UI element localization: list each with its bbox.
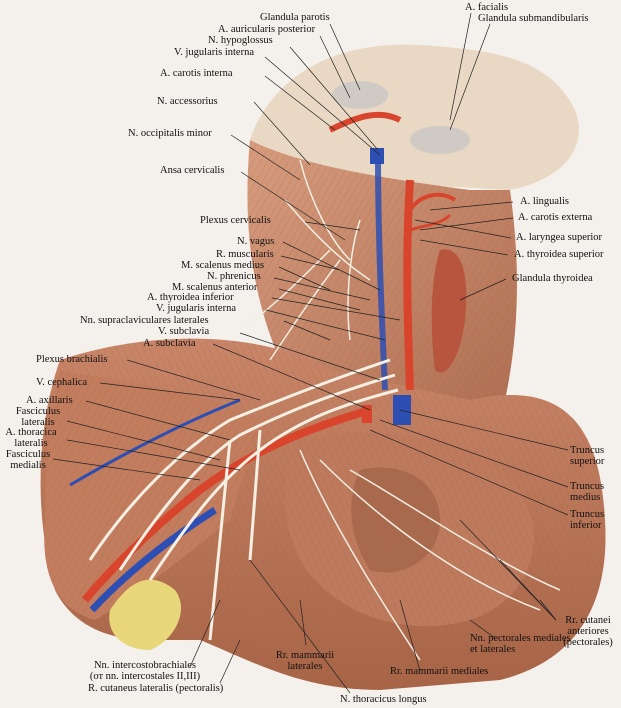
label-v-subclavia: V. subclavia: [158, 326, 210, 337]
label-r-cutaneus-lateralis: R. cutaneus lateralis (pectoralis): [88, 683, 224, 694]
label-v-jugularis-interna-low: V. jugularis interna: [156, 303, 237, 314]
cervical-nerves: [239, 159, 561, 661]
axillary-vein: [89, 507, 217, 613]
label-a-thyroidea-inferior: A. thyroidea inferior: [147, 292, 234, 303]
label-v-jugularis-interna-top: V. jugularis interna: [174, 47, 255, 58]
label-a-laryngea-superior: A. laryngea superior: [516, 232, 603, 243]
label-a-subclavia: A. subclavia: [143, 338, 196, 349]
label-a-facialis: A. facialis: [465, 2, 509, 13]
label-glandula-parotis: Glandula parotis: [260, 12, 330, 23]
label-n-phrenicus: N. phrenicus: [207, 271, 261, 282]
label-nn-supraclaviculares-laterales: Nn. supraclaviculares laterales: [80, 315, 209, 326]
label-r-muscularis: R. muscularis: [216, 249, 274, 260]
label-n-accessorius: N. accessorius: [157, 96, 218, 107]
label-ansa-cervicalis: Ansa cervicalis: [160, 165, 225, 176]
label-plexus-cervicalis: Plexus cervicalis: [200, 215, 271, 226]
label-n-occipitalis-minor: N. occipitalis minor: [128, 128, 212, 139]
label-a-thyroidea-superior: A. thyroidea superior: [514, 249, 604, 260]
thyroid-gland: [431, 249, 467, 373]
parotid-gland: [332, 81, 388, 109]
label-rr-mammarii-mediales: Rr. mammarii mediales: [390, 666, 489, 677]
cephalic-vein: [69, 398, 241, 487]
label-m-scalenus-anterior: M. scalenus anterior: [172, 282, 258, 293]
axillary-artery: [81, 406, 372, 603]
jaw-region: [250, 44, 579, 190]
leader-lines: [52, 12, 569, 694]
label-n-hypoglossus: N. hypoglossus: [208, 35, 273, 46]
label-a-carotis-externa: A. carotis externa: [518, 212, 593, 223]
label-nn-intercostobrachiales: Nn. intercostobrachiales(от nn. intercos…: [89, 660, 201, 682]
submandibular-gland: [410, 126, 470, 154]
label-n-vagus: N. vagus: [237, 236, 275, 247]
label-a-axillaris: A. axillaris: [26, 395, 73, 406]
label-n-thoracicus-longus: N. thoracicus longus: [340, 694, 427, 705]
label-v-cephalica: V. cephalica: [36, 377, 88, 388]
label-a-auricularis-posterior: A. auricularis posterior: [218, 24, 316, 35]
carotid-artery: [403, 179, 414, 391]
label-glandula-thyroidea: Glandula thyroidea: [512, 273, 593, 284]
label-a-lingualis: A. lingualis: [520, 196, 569, 207]
brachial-plexus: [88, 358, 399, 641]
label-a-carotis-interna: A. carotis interna: [160, 68, 233, 79]
label-m-scalenus-medius: M. scalenus medius: [181, 260, 265, 271]
label-plexus-brachialis: Plexus brachialis: [36, 354, 108, 365]
label-glandula-submandibularis: Glandula submandibularis: [478, 13, 589, 24]
axilla-fat: [109, 579, 181, 650]
